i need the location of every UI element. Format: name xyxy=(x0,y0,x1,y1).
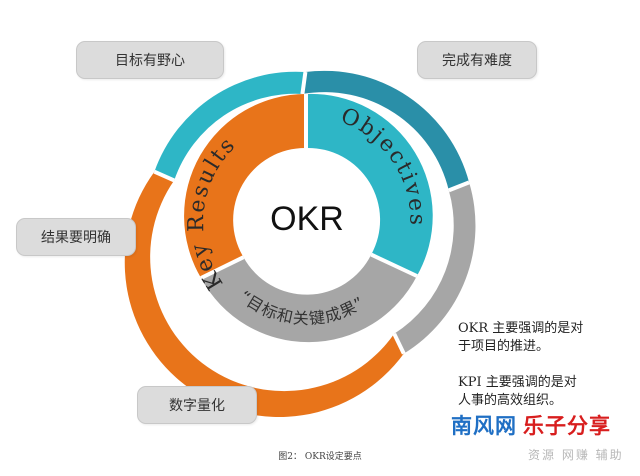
outer-ring-orange-segment xyxy=(124,171,404,417)
figure-caption: 图2： OKR设定要点 xyxy=(278,452,362,462)
outer-ring-dark-teal-segment xyxy=(302,70,470,191)
inner-ring-objectives-segment xyxy=(306,93,433,276)
outer-ring-gray-segment xyxy=(394,182,476,354)
pill-quantified: 数字量化 xyxy=(137,386,257,424)
watermark-brand-part2: 乐子分享 xyxy=(523,414,611,438)
inner-ring-target-segment xyxy=(201,254,417,343)
outer-ring-teal-segment xyxy=(154,71,306,181)
pill-results-clear: 结果要明确 xyxy=(16,218,136,256)
center-label: OKR xyxy=(270,200,344,238)
watermark-brand: 南风网乐子分享 xyxy=(451,410,611,440)
inner-ring-key-results-segment xyxy=(184,94,306,278)
watermark-subtitle: 资源 网赚 辅助 xyxy=(528,448,624,462)
okr-note: OKR 主要强调的是对 于项目的推进。 xyxy=(458,321,584,354)
pill-ambitious-goals: 目标有野心 xyxy=(76,41,224,79)
watermark-brand-part1: 南风网 xyxy=(451,414,517,438)
kpi-note: KPI 主要强调的是对 人事的高效组织。 xyxy=(458,375,577,408)
pill-hard-to-achieve: 完成有难度 xyxy=(417,41,537,79)
